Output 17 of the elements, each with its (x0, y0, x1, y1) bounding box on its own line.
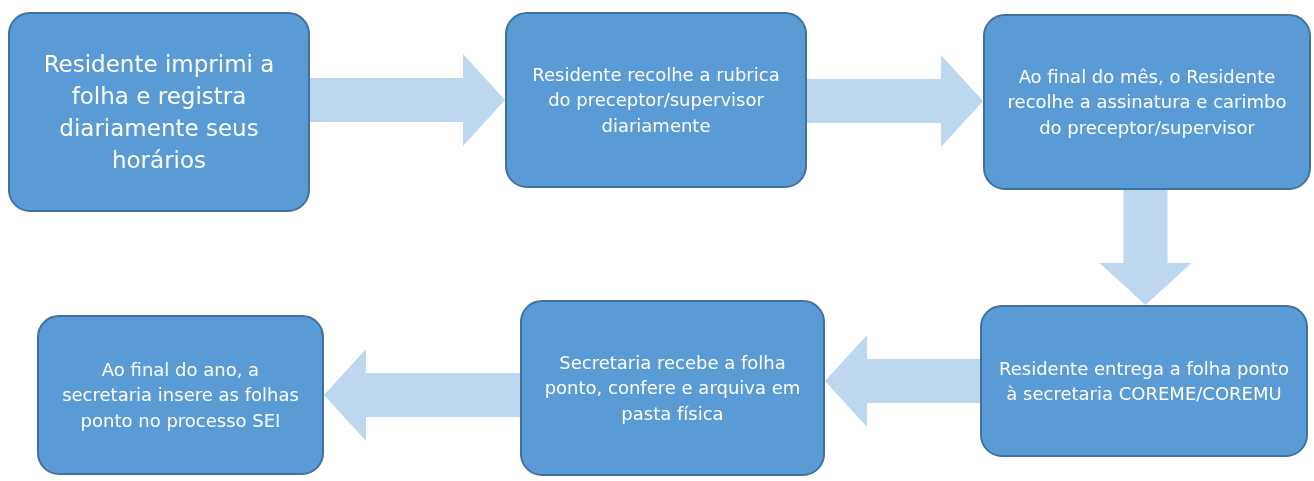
process-box (520, 300, 825, 476)
process-box (983, 14, 1311, 190)
block-arrow (324, 349, 520, 441)
process-box (505, 12, 807, 188)
step-text: Residente entrega a folha ponto à secretaria COREME/COREMU (998, 356, 1290, 406)
block-arrow (310, 54, 505, 146)
process-box (37, 315, 324, 475)
block-arrow (807, 55, 983, 147)
block-arrow (825, 335, 980, 427)
process-box (8, 12, 310, 212)
step-text: Ao final do mês, o Residente recolhe a assinatura e carimbo do preceptor/supervisor (1006, 65, 1288, 140)
step-text: Residente recolhe a rubrica do preceptor/supervisor diariamente (531, 63, 781, 138)
step-text: Residente imprimi a folha e registra diariamente seus horários (42, 49, 276, 176)
step-text: Secretaria recebe a folha ponto, confere e arquiva em pasta física (543, 351, 802, 426)
block-arrow (1099, 190, 1192, 305)
step-text: Ao final do ano, a secretaria insere as folhas ponto no processo SEI (61, 358, 300, 433)
process-box (980, 305, 1308, 457)
